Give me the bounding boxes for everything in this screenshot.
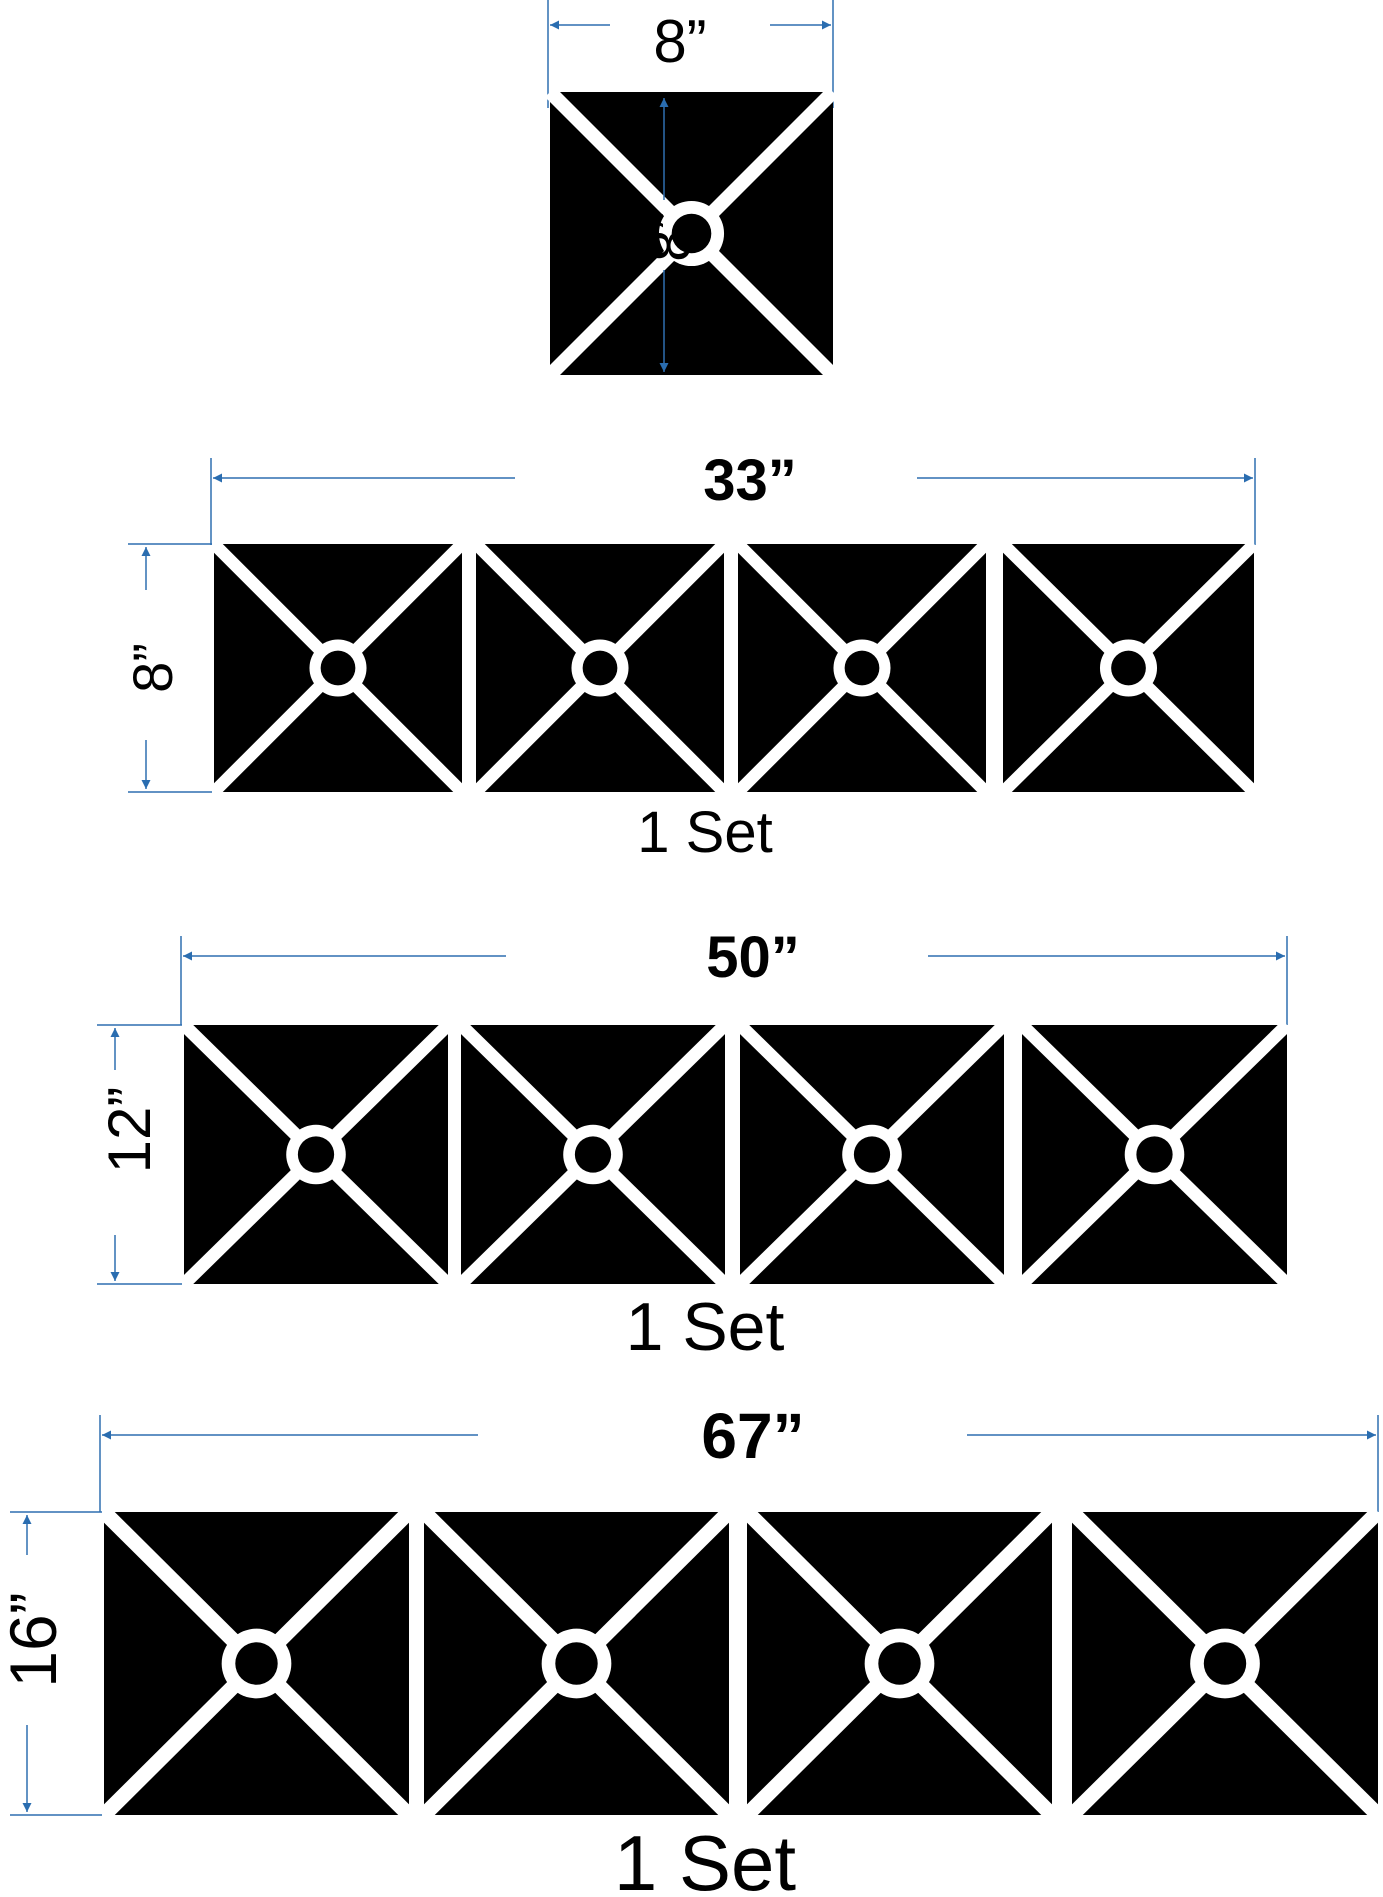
stencil-panel (209, 539, 467, 797)
set-50-height-label: 12” (96, 1087, 163, 1174)
center-hole (320, 650, 356, 686)
stencil-panel (998, 539, 1259, 797)
stencil-panel (179, 1020, 453, 1289)
center-hole (878, 1642, 921, 1685)
center-hole (1203, 1642, 1247, 1685)
set-50-group: 50” 12” 1 Set (96, 925, 1292, 1365)
single-height-label: 8” (638, 210, 703, 262)
center-hole (582, 650, 618, 686)
stencil-panel (1017, 1020, 1292, 1289)
center-hole (671, 213, 712, 254)
set-33-caption: 1 Set (637, 800, 772, 865)
center-hole (844, 650, 880, 686)
center-hole (297, 1136, 335, 1173)
stencil-panel (733, 539, 991, 797)
stencil-panel (735, 1020, 1009, 1289)
stencil-panel (98, 1506, 415, 1821)
stencil-panel (456, 1020, 730, 1289)
single-panel-group: 8” 8” (544, 0, 839, 381)
center-hole (1111, 650, 1146, 686)
set-50-caption: 1 Set (626, 1289, 785, 1365)
center-hole (555, 1642, 598, 1685)
single-width-label: 8” (653, 8, 706, 75)
set-67-height-label: 16” (0, 1592, 70, 1687)
set-67-group: 67” 16” 1 Set (0, 1400, 1383, 1897)
set-33-group: 33” 8” 1 Set (121, 448, 1259, 865)
stencil-panel (418, 1506, 735, 1821)
center-hole (853, 1136, 891, 1173)
center-hole (1136, 1136, 1173, 1173)
set-67-caption: 1 Set (614, 1819, 796, 1897)
stencil-panel (741, 1506, 1058, 1821)
center-hole (235, 1642, 278, 1685)
center-hole (574, 1136, 612, 1173)
set-33-width-label: 33” (703, 448, 797, 513)
stencil-panel (471, 539, 729, 797)
stencil-panel (1066, 1506, 1383, 1821)
stencil-panel (544, 86, 839, 381)
set-33-height-label: 8” (121, 643, 184, 693)
set-50-width-label: 50” (706, 925, 800, 990)
set-67-width-label: 67” (701, 1400, 804, 1472)
